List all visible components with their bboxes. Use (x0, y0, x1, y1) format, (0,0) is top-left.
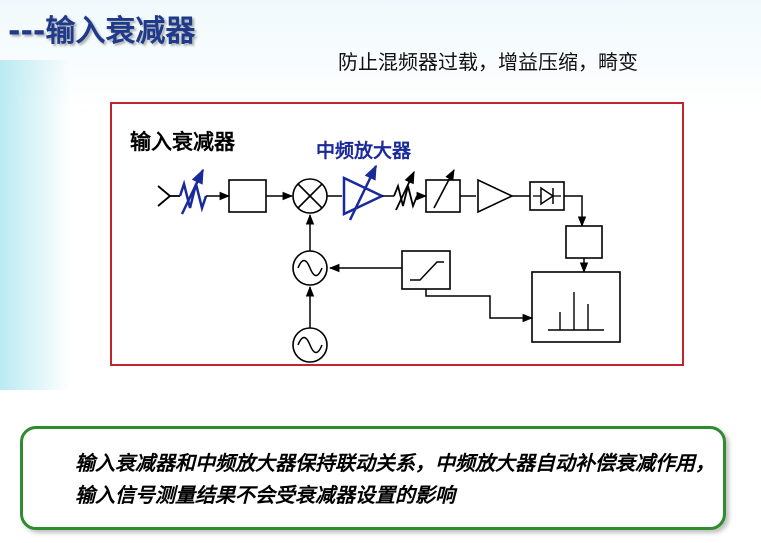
local-oscillator-icon (292, 250, 328, 286)
explanation-note-text: 输入衰减器和中频放大器保持联动关系，中频放大器自动补偿衰减作用，输入信号测量结果… (75, 451, 715, 507)
page-subtitle: 防止混频器过载，增益压缩，畸变 (338, 50, 638, 74)
display-screen-icon (531, 271, 621, 343)
wire-detector-to-video-filter (564, 195, 587, 228)
sweep-generator-box (401, 250, 451, 290)
explanation-note-box: 输入衰减器和中频放大器保持联动关系，中频放大器自动补偿衰减作用，输入信号测量结果… (20, 426, 726, 530)
reference-oscillator-icon (292, 327, 328, 363)
variable-gain-icon (393, 170, 418, 211)
wire-sweep-to-display (425, 289, 534, 323)
if-amplifier-label: 中频放大器 (316, 140, 412, 162)
background-left-glow (0, 60, 70, 390)
input-attenuator-label: 输入衰减器 (130, 130, 235, 154)
mixer-icon (292, 178, 328, 214)
input-filter-box (228, 179, 267, 213)
page-title: ---输入衰减器 (8, 14, 196, 49)
background-top-glow (0, 0, 761, 110)
if-filter-box (425, 169, 461, 213)
log-amplifier-icon (477, 178, 514, 214)
input-attenuator-icon (178, 168, 208, 215)
video-filter-box (565, 225, 603, 259)
input-antenna-icon (157, 185, 180, 207)
envelope-detector-icon (529, 181, 565, 211)
if-amplifier-icon (342, 164, 385, 221)
